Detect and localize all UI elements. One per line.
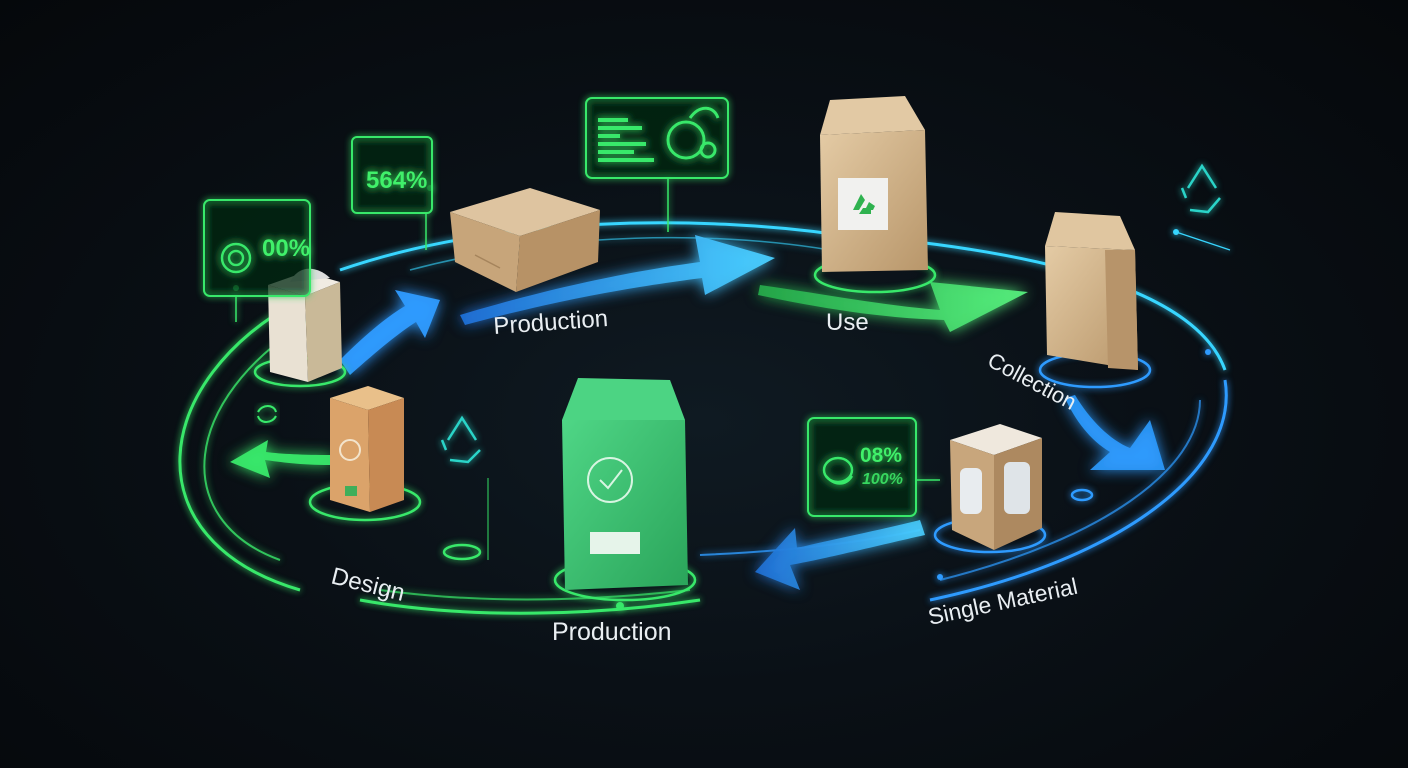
recycle-icon [1175,163,1231,251]
arrow-to-production-bottom [755,520,925,590]
panel-left-value: 00% [262,235,310,262]
recycle-icon [440,415,481,464]
product-box-single-material [950,424,1042,550]
product-box-production [450,188,600,292]
arrow-design-loop [230,440,332,478]
gear-icon [220,242,252,274]
flow-arrows [230,235,1165,590]
product-box-design [330,386,404,512]
panel-top-left-value: 564% [366,167,427,194]
target-icon [822,456,854,485]
label-production-bottom: Production [552,618,672,646]
cycle-small-icon [257,405,277,423]
product-bag-collection [1045,212,1138,370]
leaf-icon [666,106,720,160]
panel-right: 08% 100% [807,417,940,517]
panel-left: 00% [203,199,311,322]
arrow-production-to-use [460,235,775,325]
arrow-collection-down [1065,395,1165,470]
panel-top-left: 564% [351,136,433,250]
product-bag-mint [562,378,688,590]
panel-right-value-main: 08% [860,444,902,467]
panel-chart [585,97,729,232]
recycle-icon [853,194,875,214]
product-bag-use [820,96,928,272]
arrow-use-to-collection [758,282,1028,332]
panel-right-value-sub: 100% [862,471,903,488]
label-use: Use [826,309,869,336]
bar-chart-icon [598,118,654,162]
arrow-design-to-production [340,290,440,375]
